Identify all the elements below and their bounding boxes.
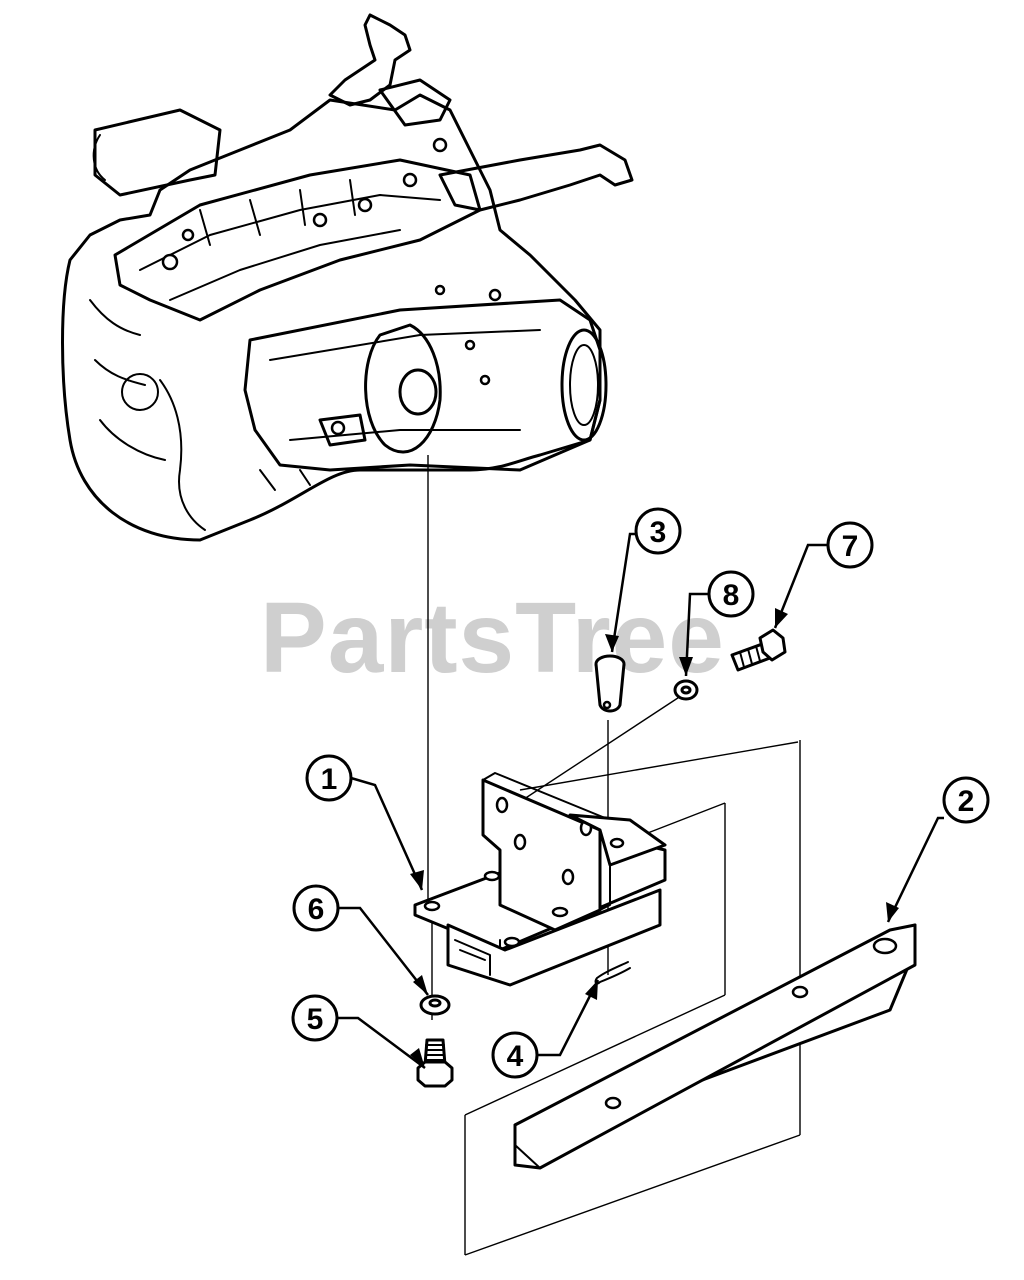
callout-1-label: 1 [321, 763, 338, 796]
hair-pin [594, 961, 631, 985]
callout-8[interactable]: 8 [707, 570, 755, 618]
bolt-washer [419, 994, 451, 1016]
callout-3[interactable]: 3 [634, 507, 682, 555]
callout-5[interactable]: 5 [291, 994, 339, 1042]
callout-7-label: 7 [842, 530, 859, 563]
callout-5-label: 5 [307, 1003, 324, 1036]
bracket-washer [673, 679, 699, 701]
callout-6-label: 6 [308, 893, 325, 926]
callout-7[interactable]: 7 [826, 521, 874, 569]
alignment-lines [427, 455, 801, 1256]
hitch-bolt [416, 1038, 454, 1088]
callout-2-label: 2 [958, 785, 975, 818]
callout-arrowheads [410, 608, 899, 1068]
clevis-pin [594, 654, 626, 713]
callout-1[interactable]: 1 [305, 754, 353, 802]
callout-4-label: 4 [507, 1040, 524, 1073]
callout-4[interactable]: 4 [491, 1031, 539, 1079]
watermark-text: PartsTree [260, 582, 725, 694]
callout-3-label: 3 [650, 516, 667, 549]
drawbar [513, 923, 917, 1170]
callout-6[interactable]: 6 [292, 884, 340, 932]
hitch-bracket [413, 772, 667, 987]
callout-leaders [337, 532, 944, 1070]
callout-2[interactable]: 2 [942, 776, 990, 824]
bracket-bolt [730, 628, 787, 672]
transmission-housing [61, 13, 634, 542]
callout-8-label: 8 [723, 579, 740, 612]
